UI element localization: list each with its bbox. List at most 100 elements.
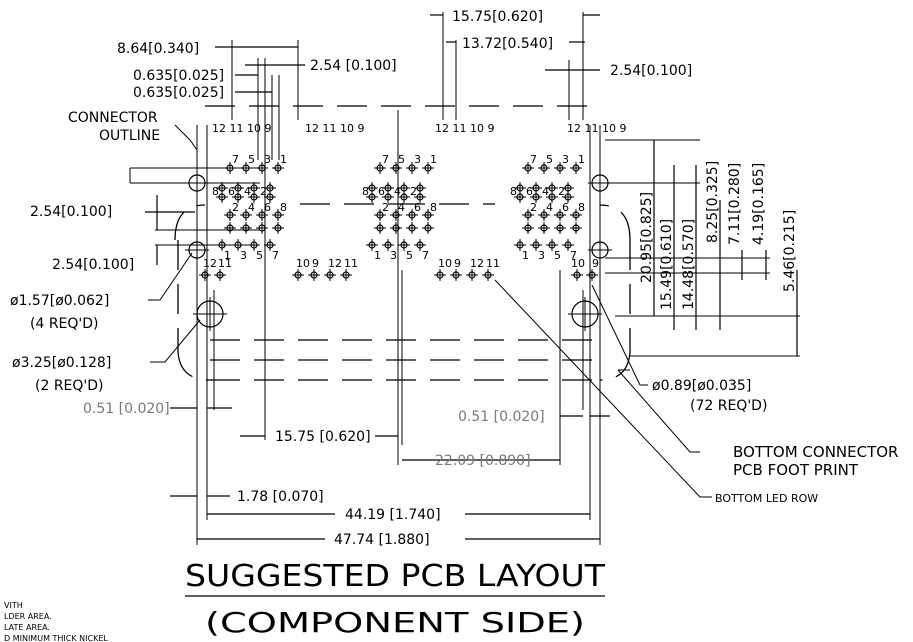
connector-outline-dashes [174, 105, 631, 381]
pin-number-label: 9 [454, 257, 461, 270]
dim-254-left-a: 2.54[0.100] [30, 204, 112, 220]
pin-number-label: 5 [398, 153, 405, 166]
dim-254-right: 2.54[0.100] [610, 63, 692, 79]
pin-number-label: 3 [562, 153, 569, 166]
pin-number-label: 4 [394, 185, 401, 198]
leader-lines [148, 124, 712, 498]
dim-419: 4.19[0.165] [751, 163, 767, 245]
dim-178: 1.78 [0.070] [237, 489, 324, 505]
connector-outline-label-2: OUTLINE [99, 128, 160, 144]
pin-number-label: 3 [240, 249, 247, 262]
dim-051-right: 0.51 [0.020] [458, 409, 545, 425]
title-text: SUGGESTED PCB LAYOUT [185, 559, 606, 594]
pin-number-label: 2 [410, 185, 417, 198]
pin-number-label: 2 [382, 201, 389, 214]
pin-number-label: 6 [378, 185, 385, 198]
dim-1549: 15.49[0.610] [659, 219, 675, 310]
bottom-led-row-label: BOTTOM LED ROW [715, 492, 818, 505]
pin-number-label: 3 [264, 153, 271, 166]
callout-texts: CONNECTOR OUTLINE ø1.57[ø0.062] (4 REQ'D… [10, 110, 898, 505]
bottom-connector-label-1: BOTTOM CONNECTOR [733, 443, 898, 461]
note-line-2: LDER AREA. [4, 612, 52, 621]
pin-number-label: 5 [256, 249, 263, 262]
dim-825: 8.25[0.325] [705, 161, 721, 243]
dim-0635-a: 0.635[0.025] [133, 68, 224, 84]
pin-number-label: 8 [430, 201, 437, 214]
dim-864: 8.64[0.340] [117, 41, 199, 57]
pin-number-label: 5 [554, 249, 561, 262]
pin-number-label: 8 [362, 185, 369, 198]
hole-small-label-1: ø1.57[ø0.062] [10, 293, 109, 309]
dim-051-left: 0.51 [0.020] [83, 401, 170, 417]
pin-number-label: 2 [232, 201, 239, 214]
drawing-title: SUGGESTED PCB LAYOUT (COMPONENT SIDE) [185, 559, 606, 639]
pin-number-label: 8 [212, 185, 219, 198]
pin-number-label: 3 [414, 153, 421, 166]
dim-top-total: 15.75[0.620] [452, 9, 543, 25]
pin-number-label: 1 [578, 153, 585, 166]
pin-number-label: 8 [510, 185, 517, 198]
dim-1448: 14.48[0.570] [681, 219, 697, 310]
pin-hole-label-1: ø0.89[ø0.035] [652, 378, 751, 394]
pin-number-label: 11 [218, 257, 232, 270]
dim-254-top: 2.54 [0.100] [310, 58, 397, 74]
pin-number-label: 11 [344, 257, 358, 270]
pin-number-label: 4 [542, 185, 549, 198]
pin-number-label: 4 [398, 201, 405, 214]
pin-top-label: 12 11 10 9 [305, 122, 364, 135]
right-extension-lines [605, 139, 800, 357]
pin-number-label: 5 [248, 153, 255, 166]
pin-number-label: 1 [374, 249, 381, 262]
dim-2209: 22.09 [0.890] [435, 453, 531, 469]
pin-number-label: 3 [390, 249, 397, 262]
pin-number-label: 1 [430, 153, 437, 166]
dimension-texts: 15.75[0.620] 13.72[0.540] 8.64[0.340] 2.… [30, 9, 798, 548]
dim-top-inner: 13.72[0.540] [462, 36, 553, 52]
dim-546: 5.46[0.215] [782, 210, 798, 292]
connector-outline-label-1: CONNECTOR [68, 110, 158, 126]
dim-711: 7.11[0.280] [727, 163, 743, 245]
pin-number-label: 1 [522, 249, 529, 262]
pin-number-label: 6 [264, 201, 271, 214]
pin-number-label: 6 [228, 185, 235, 198]
dim-254-left-b: 2.54[0.100] [52, 257, 134, 273]
dim-2095: 20.95[0.825] [639, 192, 655, 283]
pin-number-label: 10 [438, 257, 452, 270]
pin-number-label: 11 [486, 257, 500, 270]
pin-number-label: 2 [260, 185, 267, 198]
dim-0635-b: 0.635[0.025] [133, 85, 224, 101]
pin-number-label: 4 [244, 185, 251, 198]
note-line-3: LATE AREA. [4, 623, 50, 632]
pin-number-label: 6 [526, 185, 533, 198]
pin-number-label: 1 [224, 249, 231, 262]
hole-small-label-2: (4 REQ'D) [30, 316, 99, 332]
pin-number-label: 10 [296, 257, 310, 270]
pin-number-label: 8 [578, 201, 585, 214]
pin-top-label: 12 11 10 9 [567, 122, 626, 135]
pin-number-label: 12 [203, 257, 217, 270]
pin-number-label: 1 [280, 153, 287, 166]
pin-number-label: 12 [470, 257, 484, 270]
bottom-connector-label-2: PCB FOOT PRINT [733, 461, 859, 479]
pin-number-label: 2 [530, 201, 537, 214]
pin-number-label: 7 [272, 249, 279, 262]
pin-number-label: 9 [592, 257, 599, 270]
mounting-holes [185, 171, 612, 331]
note-line-1: VITH [4, 601, 23, 610]
pin-number-label: 2 [558, 185, 565, 198]
pin-number-label: 6 [562, 201, 569, 214]
pin-number-label: 7 [422, 249, 429, 262]
pin-number-label: 3 [538, 249, 545, 262]
pin-top-label: 12 11 10 9 [212, 122, 271, 135]
pin-hole-label-2: (72 REQ'D) [690, 398, 767, 414]
pin-number-label: 5 [406, 249, 413, 262]
pin-number-label: 4 [546, 201, 553, 214]
pin-number-label: 8 [280, 201, 287, 214]
notes-fragment: VITH LDER AREA. LATE AREA. D MINIMUM THI… [4, 601, 108, 642]
dim-4419: 44.19 [1.740] [345, 507, 441, 523]
hole-large-label-2: (2 REQ'D) [35, 378, 104, 394]
pin-number-label: 9 [312, 257, 319, 270]
pin-number-label: 7 [232, 153, 239, 166]
